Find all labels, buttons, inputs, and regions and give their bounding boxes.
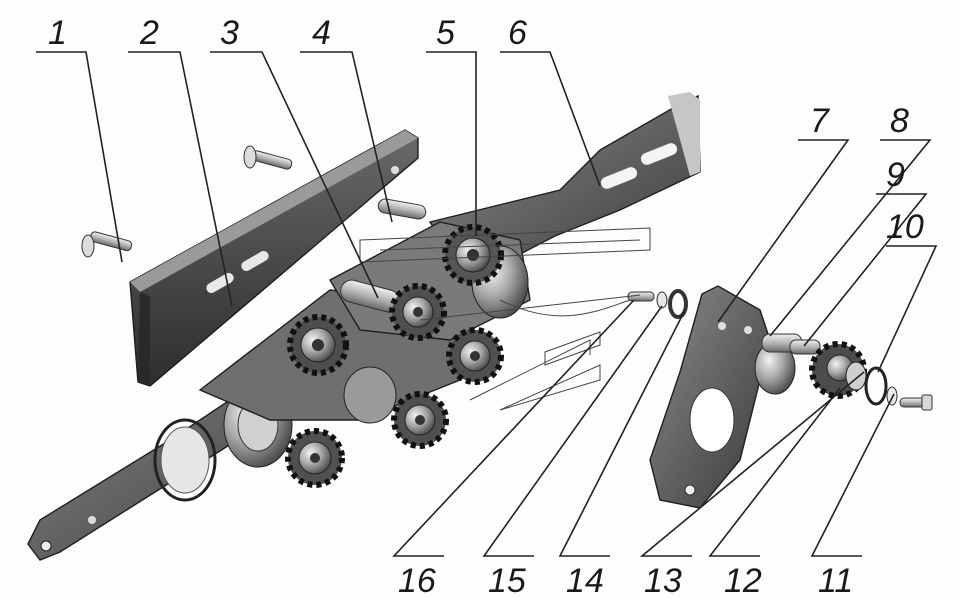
chain-path (359, 227, 651, 411)
callout-15: 15 (488, 562, 526, 598)
callout-16: 16 (398, 562, 436, 598)
callout-4: 4 (312, 14, 331, 52)
callout-2: 2 (139, 14, 159, 52)
callout-7: 7 (810, 102, 830, 140)
sprocket-bottom (285, 428, 345, 488)
washer-11 (886, 386, 898, 406)
leader-lines (36, 51, 938, 557)
pin-5 (377, 198, 427, 220)
bolt-upper (243, 145, 293, 170)
bolt-right (899, 394, 933, 411)
retaining-ring-10 (864, 366, 888, 406)
callout-9: 9 (886, 156, 905, 194)
callout-1: 1 (48, 14, 67, 52)
washer-15 (656, 291, 668, 309)
callout-6: 6 (508, 14, 527, 52)
callout-10: 10 (886, 208, 924, 246)
sprocket-lower-center (391, 391, 449, 449)
shaft-9 (789, 339, 821, 355)
sprocket-mid-right (446, 327, 504, 385)
callout-11: 11 (818, 562, 853, 598)
bracket-plate-7 (649, 285, 771, 509)
bolt-1 (81, 231, 133, 258)
callout-12: 12 (724, 562, 762, 598)
sprocket-left (287, 314, 349, 376)
callout-13: 13 (644, 562, 682, 598)
callout-5: 5 (436, 14, 455, 52)
callout-8: 8 (890, 102, 909, 140)
callout-3: 3 (220, 14, 239, 52)
bearing-13 (845, 361, 867, 391)
callout-labels: 1 2 3 4 5 6 7 8 9 10 11 12 13 14 15 16 (48, 14, 924, 598)
washer-14 (668, 289, 688, 319)
bushing-8 (754, 333, 803, 395)
sprocket-center (389, 283, 447, 341)
callout-14: 14 (566, 562, 604, 598)
pin-16 (627, 291, 655, 302)
